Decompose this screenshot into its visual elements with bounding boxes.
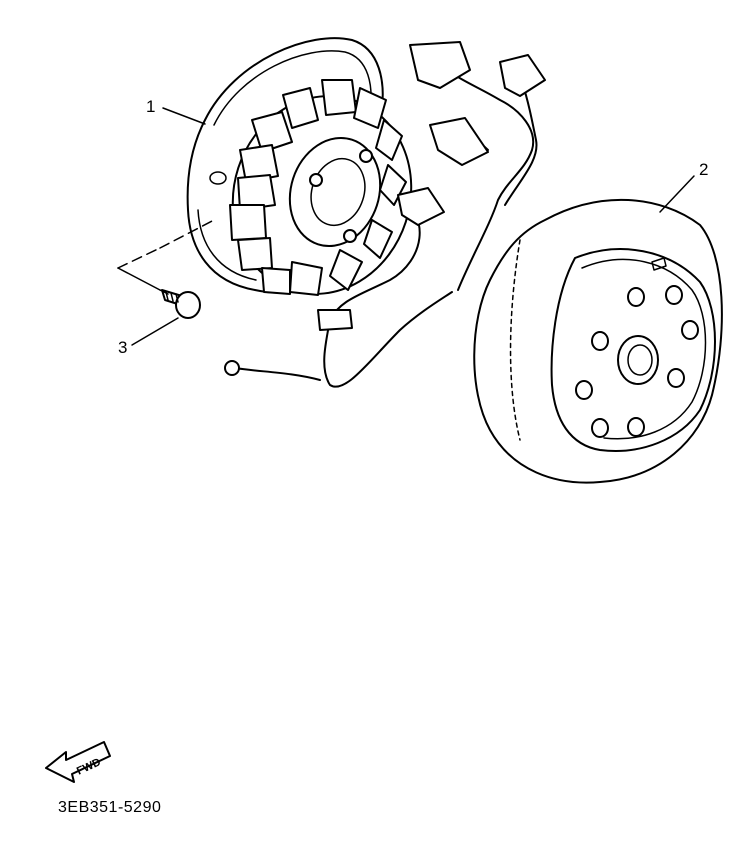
hub-screw-bottom (343, 229, 357, 243)
bolt-head (175, 291, 201, 319)
connector-top (409, 41, 471, 89)
harness-wire-ground (234, 367, 321, 381)
rotor-edge-detail (509, 239, 521, 441)
hub-screw-top (309, 173, 323, 187)
stator-back-plate-rim (213, 50, 372, 126)
assembly-line-d (159, 289, 169, 295)
stator-assembly[interactable] (186, 37, 546, 388)
connector-middle (429, 117, 489, 166)
leader-3 (131, 317, 179, 346)
callout-1: 1 (146, 97, 155, 116)
rotor-face-rim (581, 258, 707, 440)
assembly-line-c (159, 219, 215, 249)
fwd-arrow-icon: FWD (45, 741, 111, 783)
rotor-bolt-holes (575, 285, 699, 438)
assembly-line-b (117, 247, 161, 269)
connector-side (397, 187, 445, 226)
leader-2 (659, 175, 695, 213)
callout-2: 2 (699, 160, 708, 179)
assembly-line-a (117, 267, 161, 291)
flywheel-rotor[interactable] (473, 198, 723, 484)
stator-coils (229, 79, 407, 296)
harness-wire-upper-2 (504, 81, 538, 206)
ground-terminal (224, 360, 240, 376)
bolt[interactable] (161, 289, 201, 319)
harness-wire-lower (323, 291, 453, 388)
harness-wire-upper (447, 69, 535, 291)
callout-3: 3 (118, 338, 127, 357)
plate-bolt-hole (209, 171, 227, 185)
hub-screw-right (359, 149, 373, 163)
diagram-code: 3EB351-5290 (58, 799, 161, 816)
rotor-center-bore-inner (627, 344, 653, 376)
leader-1 (162, 107, 206, 125)
connector-right (499, 54, 546, 97)
stator-back-plate-rim-lower (197, 209, 257, 281)
rotor-keyway (651, 257, 667, 271)
leader-lines (117, 107, 695, 346)
wire-clamp (317, 309, 353, 331)
